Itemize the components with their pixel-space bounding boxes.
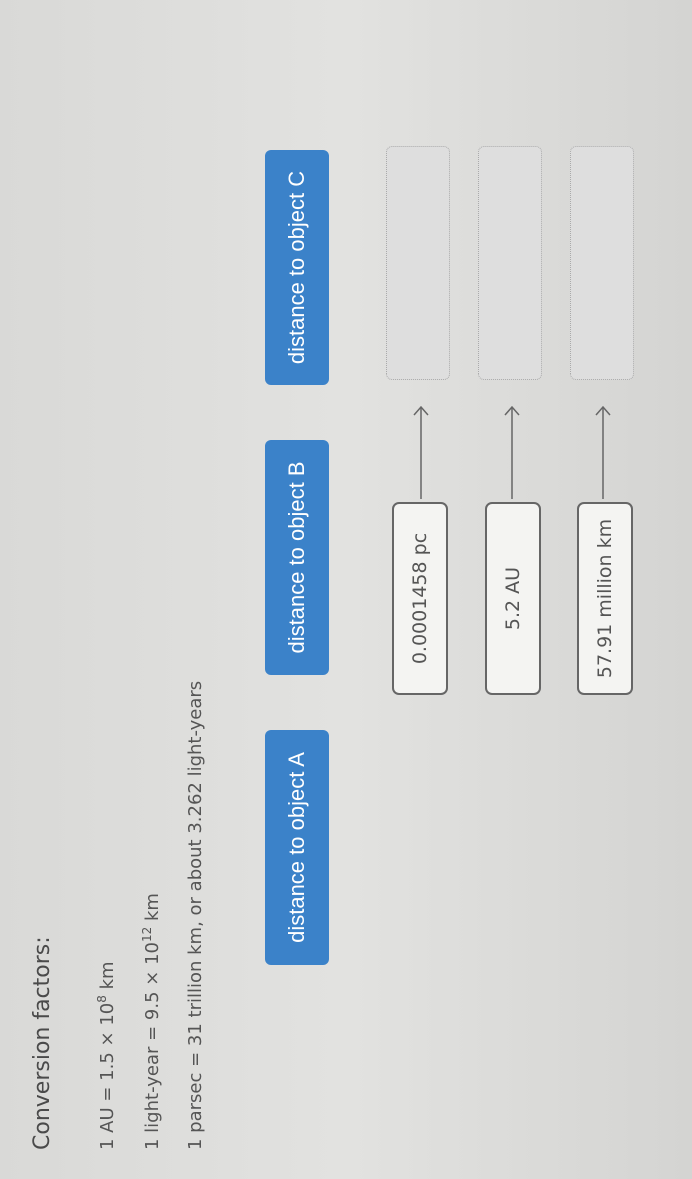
- ly-text: 1 light-year = 9.5 × 10: [142, 942, 163, 1150]
- value-box-1: 0.0001458 pc: [392, 502, 448, 695]
- conversion-title: Conversion factors:: [30, 936, 55, 1150]
- drop-target-3[interactable]: [570, 146, 634, 380]
- arrow-right-icon: [595, 405, 611, 499]
- au-exponent: 8: [95, 995, 109, 1003]
- conversion-light-year: 1 light-year = 9.5 × 1012 km: [140, 893, 163, 1150]
- drop-target-1[interactable]: [386, 146, 450, 380]
- arrow-right-icon: [413, 405, 429, 499]
- conversion-parsec: 1 parsec = 31 trillion km, or about 3.26…: [185, 680, 206, 1150]
- label-object-b[interactable]: distance to object B: [265, 440, 329, 675]
- drop-target-2[interactable]: [478, 146, 542, 380]
- au-unit: km: [97, 961, 118, 996]
- label-object-c[interactable]: distance to object C: [265, 150, 329, 385]
- au-text: 1 AU = 1.5 × 10: [97, 1002, 118, 1150]
- ly-unit: km: [142, 893, 163, 927]
- ly-exponent: 12: [140, 926, 154, 943]
- value-box-2: 5.2 AU: [485, 502, 541, 695]
- conversion-au: 1 AU = 1.5 × 108 km: [95, 961, 118, 1150]
- arrow-right-icon: [504, 405, 520, 499]
- label-object-a[interactable]: distance to object A: [265, 730, 329, 965]
- value-box-3: 57.91 million km: [577, 502, 633, 695]
